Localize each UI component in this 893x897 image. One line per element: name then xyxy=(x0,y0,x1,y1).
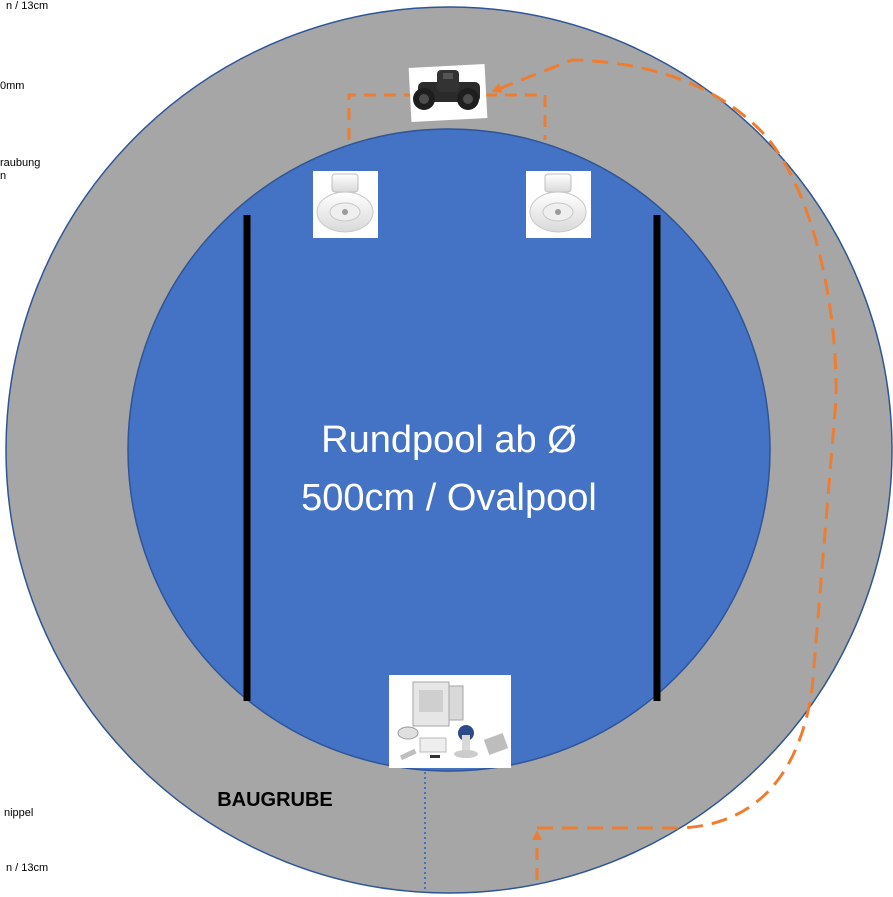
left-label-6: n / 13cm xyxy=(6,862,49,874)
inlet-nozzle-right xyxy=(526,171,591,238)
pool-basin xyxy=(127,128,771,772)
left-label-2: 0mm xyxy=(0,80,25,92)
tee-connector-icon xyxy=(408,64,488,122)
left-label-4: n xyxy=(0,170,7,182)
left-label-5: nippel xyxy=(4,807,34,819)
pipe-circuit xyxy=(491,58,838,830)
skimmer-kit-icon xyxy=(389,675,511,768)
pit-label: BAUGRUBE xyxy=(217,789,333,811)
pool-title-line2: 500cm / Ovalpool xyxy=(301,477,597,519)
inlet-nozzle-left xyxy=(313,171,378,238)
left-label-3: raubung xyxy=(0,157,41,169)
pool-title-line1: Rundpool ab Ø xyxy=(321,419,577,461)
pipe-return-loop xyxy=(347,93,547,140)
left-label-1: n / 13cm xyxy=(6,0,49,12)
